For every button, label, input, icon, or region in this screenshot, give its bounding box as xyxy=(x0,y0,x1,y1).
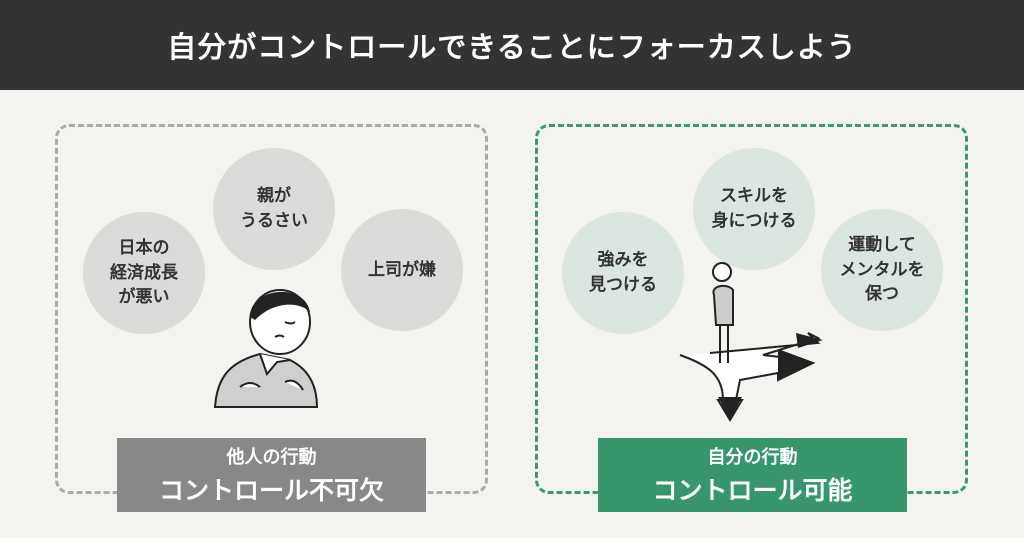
crossroads-man-illustration xyxy=(679,262,823,422)
worry-circle-economy: 日本の 経済成長 が悪い xyxy=(83,212,205,334)
title-bar: 自分がコントロールできることにフォーカスしよう xyxy=(0,0,1024,90)
controllable-label-line1: 自分の行動 xyxy=(707,447,798,468)
uncontrollable-label: 他人の行動 コントロール不可欠 xyxy=(117,438,426,512)
action-circle-exercise: 運動して メンタルを 保つ xyxy=(821,209,943,331)
controllable-label: 自分の行動 コントロール可能 xyxy=(598,438,907,512)
action-circle-skills: スキルを 身につける xyxy=(693,148,815,270)
worry-circle-boss: 上司が嫌 xyxy=(341,209,463,331)
worry-circle-parents: 親が うるさい xyxy=(213,148,335,270)
uncontrollable-label-line1: 他人の行動 xyxy=(226,447,317,468)
page-title: 自分がコントロールできることにフォーカスしよう xyxy=(167,30,857,64)
action-circle-strengths: 強みを 見つける xyxy=(562,212,684,334)
uncontrollable-label-line2: コントロール不可欠 xyxy=(158,476,384,505)
worried-man-illustration xyxy=(213,289,319,408)
controllable-label-line2: コントロール可能 xyxy=(652,476,853,505)
